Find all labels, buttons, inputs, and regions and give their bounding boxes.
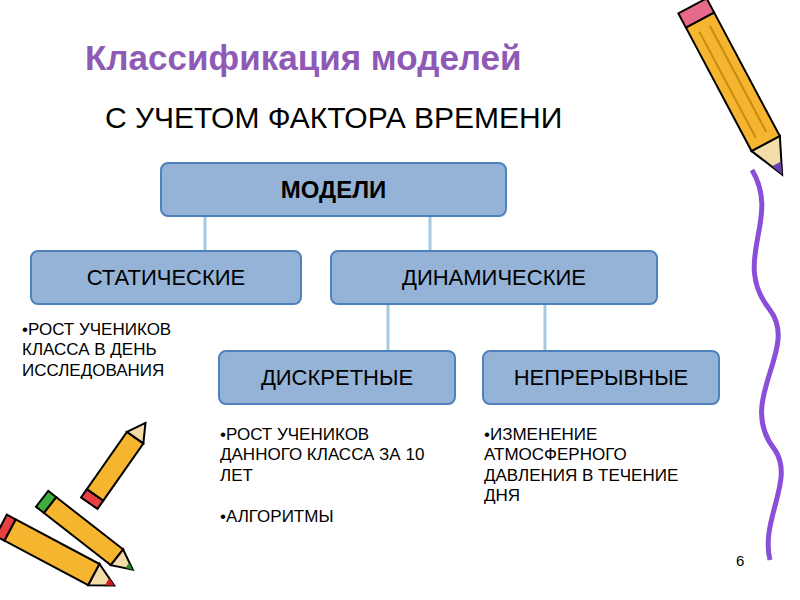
category-box: НЕПРЕРЫВНЫЕ — [482, 350, 720, 405]
pencil — [81, 417, 154, 509]
category-box: ДИСКРЕТНЫЕ — [218, 350, 456, 405]
subtitle: С УЧЕТОМ ФАКТОРА ВРЕМЕНИ — [105, 100, 665, 136]
connector — [204, 217, 207, 250]
category-box: СТАТИЧЕСКИЕ — [30, 250, 302, 305]
title: Классификация моделей — [85, 38, 522, 78]
connector — [387, 305, 390, 350]
box-label: ДИСКРЕТНЫЕ — [261, 365, 413, 391]
wavy-line — [752, 170, 781, 560]
example-note: •РОСТ УЧЕНИКОВ ДАННОГО КЛАССА ЗА 10 ЛЕТ — [220, 425, 430, 486]
box-label: ДИНАМИЧЕСКИЕ — [402, 265, 586, 291]
example-note: •ИЗМЕНЕНИЕ АТМОСФЕРНОГО ДАВЛЕНИЯ В ТЕЧЕН… — [484, 425, 684, 507]
box-label: НЕПРЕРЫВНЫЕ — [514, 365, 689, 391]
box-label: МОДЕЛИ — [281, 176, 387, 204]
pencil — [0, 515, 120, 596]
connector — [544, 305, 547, 350]
example-note: •АЛГОРИТМЫ — [220, 507, 430, 527]
category-box: ДИНАМИЧЕСКИЕ — [330, 250, 658, 305]
page-number: 6 — [736, 552, 766, 570]
connector — [429, 217, 432, 250]
box-label: СТАТИЧЕСКИЕ — [87, 265, 246, 291]
example-note: •РОСТ УЧЕНИКОВ КЛАССА В ДЕНЬ ИССЛЕДОВАНИ… — [22, 320, 212, 381]
pencil — [678, 0, 796, 182]
category-box: МОДЕЛИ — [160, 162, 507, 217]
